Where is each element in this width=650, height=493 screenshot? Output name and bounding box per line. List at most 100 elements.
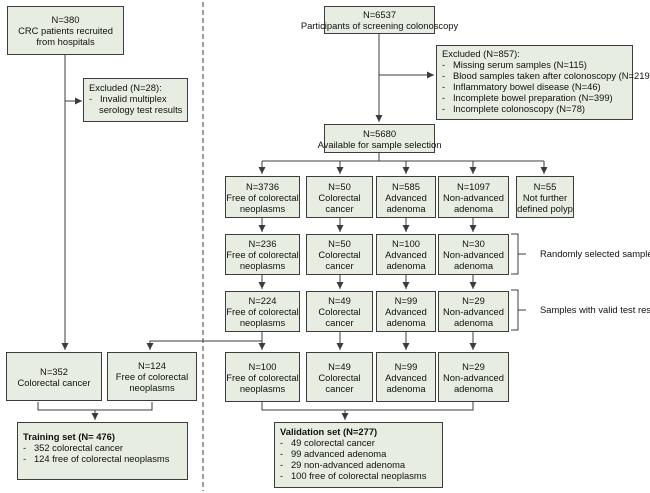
box-label-2: adenoma [386, 260, 426, 271]
crc-final-count: N=352 [40, 365, 68, 377]
row2-crc-box: N=50 Colorectal cancer [306, 234, 373, 275]
row4-nonadvanced-box: N=29 Non-advanced adenoma [438, 352, 509, 402]
row1-nonadvanced-box: N=1097 Non-advanced adenoma [438, 176, 509, 218]
row1-polyp-box: N=55 Not further defined polyp [516, 176, 574, 218]
right-excluded-title: Excluded (N=857): [442, 48, 520, 59]
box-count: N=585 [392, 180, 420, 192]
box-count: N=30 [462, 238, 485, 249]
right-excluded-item: - Incomplete bowel preparation (N=399) [442, 92, 613, 103]
left-excluded-title: Excluded (N=28): [89, 82, 162, 93]
right-excluded-box: Excluded (N=857): - Missing serum sample… [436, 45, 650, 120]
box-label: Free of colorectal [226, 249, 299, 260]
annotation-random-samples: Randomly selected samples [540, 248, 650, 259]
box-label: Non-advanced [443, 306, 504, 317]
validation-set-title: Validation set (N=277) [280, 426, 378, 437]
box-count: N=29 [462, 295, 485, 306]
row2-free-box: N=236 Free of colorectal neoplasms [225, 234, 300, 275]
box-label: Colorectal [318, 249, 361, 260]
box-count: N=99 [394, 295, 418, 306]
crc-final-label: Colorectal cancer [17, 376, 91, 388]
box-count: N=99 [394, 360, 418, 372]
row3-nonadvanced-box: N=29 Non-advanced adenoma [438, 291, 509, 332]
row1-advanced-box: N=585 Advanced adenoma [376, 176, 436, 218]
row2-nonadvanced-box: N=30 Non-advanced adenoma [438, 234, 509, 275]
box-count: N=1097 [456, 180, 491, 192]
right-excluded-item: - Blood samples taken after colonoscopy … [442, 70, 650, 81]
annotation-valid-results: Samples with valid test results [540, 304, 650, 315]
box-label-2: adenoma [386, 202, 426, 214]
participants-count: N=6537 [362, 9, 397, 20]
recruited-box: N=380 CRC patients recruited from hospit… [7, 6, 124, 55]
box-label: Advanced [385, 306, 427, 317]
box-label: Colorectal [318, 191, 361, 203]
bracket-training [37, 402, 153, 411]
recruited-count: N=380 [51, 14, 80, 25]
validation-item: - 29 non-advanced adenoma [280, 459, 406, 470]
recruited-label-2: from hospitals [36, 36, 95, 47]
box-label-2: adenoma [453, 202, 494, 214]
box-label-2: neoplasms [239, 317, 286, 328]
validation-item: - 49 colorectal cancer [280, 437, 375, 448]
available-count: N=5680 [362, 127, 397, 139]
available-label: Available for sample selection [317, 138, 442, 150]
box-label-2: neoplasms [239, 260, 286, 271]
box-label: Non-advanced [443, 249, 504, 260]
left-excluded-item-cont: serology test results [99, 104, 183, 115]
box-count: N=49 [328, 295, 351, 306]
training-set-box: Training set (N= 476) - 352 colorectal c… [17, 422, 188, 480]
free-final-count: N=124 [138, 360, 166, 371]
box-label: Non-advanced [443, 191, 504, 203]
available-box: N=5680 Available for sample selection [318, 124, 441, 153]
validation-set-box: Validation set (N=277) - 49 colorectal c… [274, 422, 443, 488]
box-count: N=49 [328, 360, 351, 372]
arrow-free-to-training [146, 340, 262, 350]
left-excluded-item: - Invalid multiplex [89, 93, 167, 104]
box-label-2: adenoma [453, 317, 494, 328]
box-label: Free of colorectal [226, 306, 299, 317]
box-label-2: adenoma [386, 317, 426, 328]
free-final-label: Free of colorectal [115, 371, 189, 382]
row3-crc-box: N=49 Colorectal cancer [306, 291, 373, 332]
row2-advanced-box: N=100 Advanced adenoma [376, 234, 436, 275]
validation-item: - 99 advanced adenoma [280, 448, 387, 459]
box-count: N=50 [328, 180, 351, 192]
box-label: Non-advanced [443, 371, 504, 383]
row3-free-box: N=224 Free of colorectal neoplasms [225, 291, 300, 332]
box-count: N=50 [328, 238, 351, 249]
training-item: - 352 colorectal cancer [23, 442, 124, 453]
row4-crc-box: N=49 Colorectal cancer [306, 352, 373, 402]
free-final-label-2: neoplasms [129, 382, 175, 393]
box-label: Advanced [385, 191, 427, 203]
box-count: N=224 [248, 295, 277, 306]
recruited-label: CRC patients recruited [18, 25, 113, 36]
box-label: Free of colorectal [226, 371, 299, 383]
box-label-2: adenoma [386, 382, 426, 394]
box-label: Free of colorectal [226, 191, 299, 203]
right-excluded-item: - Incomplete colonoscopy (N=78) [442, 103, 586, 114]
box-label-2: neoplasms [239, 202, 286, 214]
row1-crc-box: N=50 Colorectal cancer [306, 176, 373, 218]
box-count: N=236 [248, 238, 277, 249]
box-label: Colorectal [318, 306, 361, 317]
box-count: N=100 [392, 238, 420, 249]
right-excluded-item: - Missing serum samples (N=115) [442, 59, 587, 70]
box-label: Colorectal [318, 371, 361, 383]
left-excluded-box: Excluded (N=28): - Invalid multiplex ser… [83, 78, 188, 122]
row3-advanced-box: N=99 Advanced adenoma [376, 291, 436, 332]
box-label: Advanced [385, 249, 427, 260]
box-label-2: cancer [325, 317, 354, 328]
crc-final-box: N=352 Colorectal cancer [6, 352, 102, 401]
bracket-random [511, 233, 519, 275]
box-count: N=55 [533, 180, 557, 192]
box-label-2: adenoma [453, 260, 494, 271]
right-excluded-item: - Inflammatory bowel disease (N=46) [442, 81, 601, 92]
box-label: Not further [522, 191, 568, 203]
box-label-2: adenoma [453, 382, 494, 394]
box-label-2: cancer [325, 202, 354, 214]
box-label-2: neoplasms [239, 382, 286, 394]
box-count: N=3736 [245, 180, 280, 192]
training-set-title: Training set (N= 476) [23, 431, 115, 442]
validation-item: - 100 free of colorectal neoplasms [280, 470, 427, 481]
box-label-2: defined polyp [517, 202, 573, 214]
